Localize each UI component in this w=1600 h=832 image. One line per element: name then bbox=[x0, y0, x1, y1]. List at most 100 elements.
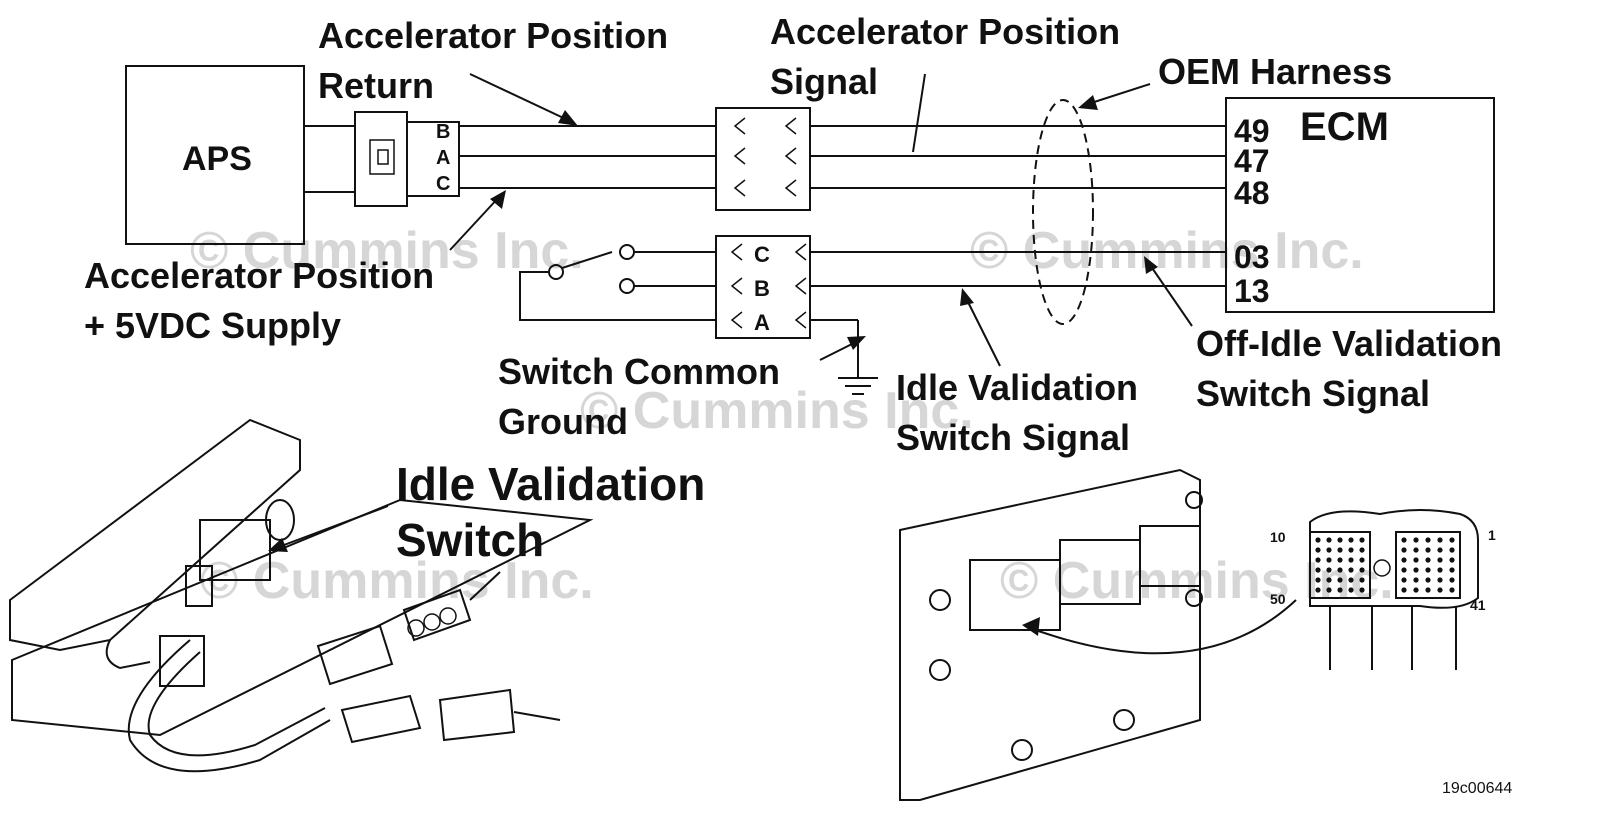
connector-pin-dot bbox=[1449, 587, 1455, 593]
connector-pin-dot bbox=[1425, 567, 1431, 573]
connector-pin-dot bbox=[1348, 567, 1354, 573]
connector-pin-dot bbox=[1413, 547, 1419, 553]
switch-pin-a: A bbox=[754, 310, 770, 335]
oem-harness-boundary bbox=[1032, 99, 1094, 325]
label-accel-return-2: Return bbox=[318, 65, 434, 106]
connector-pin-dot bbox=[1425, 537, 1431, 543]
connector-pin-dot bbox=[1348, 537, 1354, 543]
label-accel-signal-2: Signal bbox=[770, 61, 878, 102]
figure-id: 19c00644 bbox=[1442, 780, 1512, 797]
connector-pin-dot bbox=[1326, 567, 1332, 573]
label-off-idle-1: Off-Idle Validation bbox=[1196, 323, 1502, 364]
ecm-pin-13: 13 bbox=[1234, 273, 1270, 309]
connector-pin-dot bbox=[1425, 577, 1431, 583]
label-off-idle-2: Switch Signal bbox=[1196, 373, 1430, 414]
ecm-box bbox=[1225, 97, 1495, 313]
connector-pin-dot bbox=[1337, 557, 1343, 563]
label-accel-signal-1: Accelerator Position bbox=[770, 11, 1120, 52]
connector-pin-dot bbox=[1315, 547, 1321, 553]
label-accel-supply-2: + 5VDC Supply bbox=[84, 305, 341, 346]
connector-pin-dot bbox=[1359, 547, 1365, 553]
connector-pin-dot bbox=[1401, 567, 1407, 573]
connector-pin-dot bbox=[1413, 567, 1419, 573]
ecm-conn-pin-41: 41 bbox=[1470, 597, 1486, 613]
connector-pin-dot bbox=[1401, 547, 1407, 553]
ecm-pin-49: 49 bbox=[1234, 113, 1270, 149]
connector-pin-dot bbox=[1413, 577, 1419, 583]
connector-pin-dot bbox=[1315, 577, 1321, 583]
connector-pin-dot bbox=[1449, 567, 1455, 573]
aps-pin-b: B bbox=[436, 121, 450, 143]
connector-pin-dot bbox=[1437, 557, 1443, 563]
connector-pin-dot bbox=[1401, 557, 1407, 563]
connector-pin-dot bbox=[1413, 557, 1419, 563]
label-idle-val-signal-2: Switch Signal bbox=[896, 417, 1130, 458]
label-accel-supply-1: Accelerator Position bbox=[84, 255, 434, 296]
connector-pin-dot bbox=[1401, 587, 1407, 593]
connector-pin-dot bbox=[1425, 557, 1431, 563]
connector-pin-dot bbox=[1413, 587, 1419, 593]
switch-connector: C B A bbox=[715, 235, 811, 339]
switch-pin-c: C bbox=[754, 242, 770, 267]
connector-pin-dot bbox=[1337, 587, 1343, 593]
connector-pin-dot bbox=[1413, 537, 1419, 543]
connector-pin-dot bbox=[1401, 577, 1407, 583]
connector-pin-dot bbox=[1359, 557, 1365, 563]
connector-pin-dot bbox=[1437, 577, 1443, 583]
connector-pin-dot bbox=[1315, 567, 1321, 573]
ecm-pin-47: 47 bbox=[1234, 143, 1270, 179]
connector-pin-dot bbox=[1337, 537, 1343, 543]
connector-pin-dot bbox=[1437, 537, 1443, 543]
connector-pin-dot bbox=[1337, 577, 1343, 583]
label-idle-val-signal-1: Idle Validation bbox=[896, 367, 1138, 408]
aps-label: APS bbox=[182, 140, 252, 178]
connector-pin-dot bbox=[1348, 557, 1354, 563]
connector-pin-dot bbox=[1326, 537, 1332, 543]
connector-pin-dot bbox=[1315, 587, 1321, 593]
connector-pin-dot bbox=[1348, 577, 1354, 583]
connector-pin-dot bbox=[1449, 547, 1455, 553]
connector-pin-dot bbox=[1359, 577, 1365, 583]
aps-wires bbox=[459, 125, 716, 189]
connector-pin-dot bbox=[1359, 587, 1365, 593]
ecm-label: ECM bbox=[1300, 105, 1389, 149]
label-idle-switch-1: Idle Validation bbox=[396, 458, 705, 510]
ecm-conn-pin-50: 50 bbox=[1270, 591, 1286, 607]
label-switch-common-2: Ground bbox=[498, 401, 628, 442]
switch-pin-b: B bbox=[754, 276, 770, 301]
idle-switch-schematic bbox=[519, 244, 878, 395]
connector-pin-dot bbox=[1326, 547, 1332, 553]
connector-pin-dot bbox=[1449, 557, 1455, 563]
accelerator-pedal-illustration bbox=[9, 418, 594, 773]
aps-box bbox=[125, 65, 305, 245]
connector-pin-dot bbox=[1326, 587, 1332, 593]
connector-pin-dot bbox=[1437, 567, 1443, 573]
ecm-pin-03: 03 bbox=[1234, 239, 1270, 275]
connector-pin-dot bbox=[1437, 547, 1443, 553]
connector-pin-dot bbox=[1315, 537, 1321, 543]
aps-connector: B A C bbox=[304, 111, 460, 207]
connector-pin-dot bbox=[1425, 547, 1431, 553]
aps-pin-c: C bbox=[436, 173, 450, 195]
label-idle-switch-2: Switch bbox=[396, 514, 544, 566]
connector-pin-dot bbox=[1326, 577, 1332, 583]
ecm-conn-pin-1: 1 bbox=[1488, 527, 1496, 543]
connector-pin-dot bbox=[1449, 537, 1455, 543]
ecm-module-illustration bbox=[899, 468, 1297, 801]
label-oem-harness: OEM Harness bbox=[1158, 51, 1392, 92]
connector-pin-dot bbox=[1348, 587, 1354, 593]
aps-pin-a: A bbox=[436, 147, 450, 169]
connector-pin-dot bbox=[1401, 537, 1407, 543]
connector-pin-dot bbox=[1337, 567, 1343, 573]
connector-pin-dot bbox=[1359, 567, 1365, 573]
inline-connector-1 bbox=[715, 107, 811, 211]
ecm-conn-pin-10: 10 bbox=[1270, 529, 1286, 545]
connector-pin-dot bbox=[1315, 557, 1321, 563]
connector-pin-dot bbox=[1326, 557, 1332, 563]
connector-pin-dot bbox=[1425, 587, 1431, 593]
connector-pin-dot bbox=[1337, 547, 1343, 553]
label-accel-return-1: Accelerator Position bbox=[318, 15, 668, 56]
connector-pin-dot bbox=[1437, 587, 1443, 593]
